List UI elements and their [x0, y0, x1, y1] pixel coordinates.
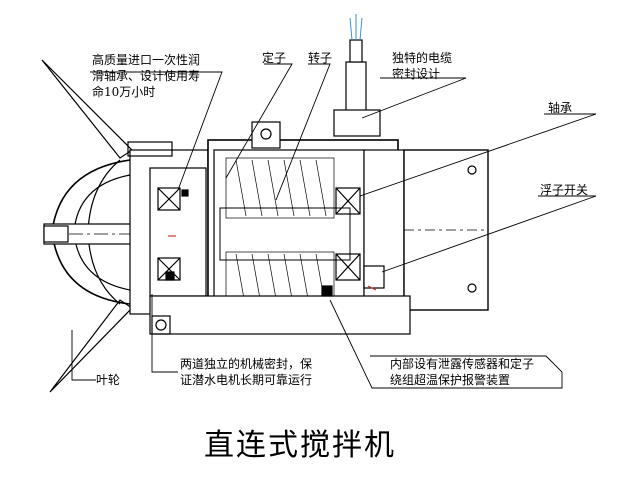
sensor-note-line-2: 绕组超温保护报警装置	[390, 373, 511, 387]
bearing-note-line-2: 滑轴承、设计使用寿	[92, 69, 201, 83]
bearing-note-line-3: 命10万小时	[92, 85, 156, 99]
cable-wires	[349, 14, 363, 41]
stator-core	[225, 157, 335, 313]
bearing-label: 轴承	[548, 101, 573, 115]
mounting-base	[149, 295, 411, 335]
bearing-note: 高质量进口一次性润 滑轴承、设计使用寿 命10万小时	[92, 52, 200, 100]
diagram-caption: 直连式搅拌机	[204, 428, 396, 463]
impeller-label: 叶轮	[96, 373, 121, 387]
seal-note-line-2: 证潜水电机长期可靠运行	[180, 373, 313, 387]
bearing-note-line-1: 高质量进口一次性润	[92, 53, 201, 67]
cable-seal-label: 独特的电缆 密封设计	[392, 50, 452, 82]
rotor-label: 转子	[308, 51, 333, 65]
rotor-core	[219, 207, 351, 261]
stator-label: 定子	[262, 51, 287, 65]
float-switch	[363, 265, 385, 289]
rear-bearing-upper	[335, 187, 361, 215]
leader-lines	[71, 63, 597, 389]
front-housing	[129, 149, 209, 315]
cable-seal-line-2: 密封设计	[392, 67, 441, 81]
seal-note-line-1: 两道独立的机械密封，保	[180, 357, 313, 371]
impeller-blade-upper	[41, 59, 133, 159]
sensor-note-line-1: 内部设有泄露传感器和定子	[390, 357, 535, 371]
float-switch-label: 浮子开关	[540, 183, 589, 197]
rear-housing	[363, 149, 405, 323]
seal-note: 两道独立的机械密封，保 证潜水电机长期可靠运行	[180, 356, 312, 388]
sensor-note: 内部设有泄露传感器和定子 绕组超温保护报警装置	[390, 356, 534, 388]
lifting-lug	[251, 121, 281, 149]
cable-seal-line-1: 独特的电缆	[392, 51, 453, 65]
